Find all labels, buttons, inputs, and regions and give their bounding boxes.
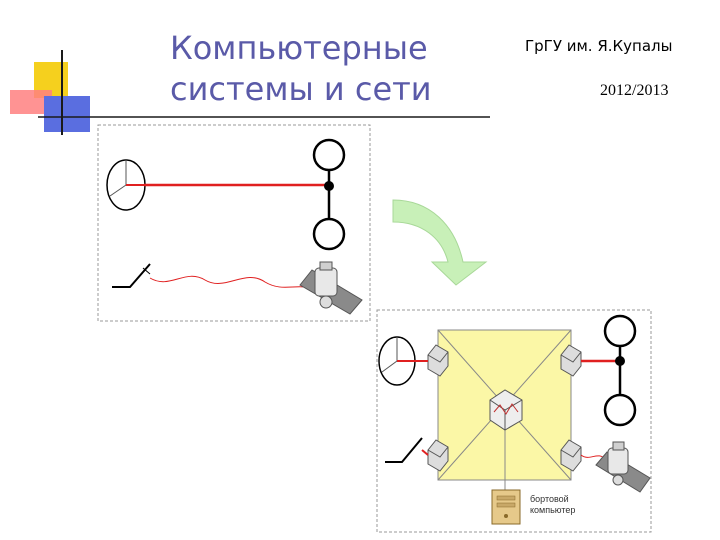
actuator-icon <box>595 441 651 493</box>
logo-blue-square <box>44 96 90 132</box>
switch-link <box>421 449 429 456</box>
gauge-divider <box>109 184 127 197</box>
adapter-bottom-right-icon <box>560 439 582 472</box>
bus-terminal-bottom-icon <box>312 217 346 251</box>
wavy-wire <box>149 275 321 293</box>
computer-label-line-2: компьютер <box>530 505 576 515</box>
central-switch-icon <box>489 389 523 431</box>
title-line-2: системы и сети <box>170 70 432 108</box>
gauge-divider <box>381 360 398 373</box>
organization-label: ГрГУ им. Я.Купалы <box>525 37 673 55</box>
adapter-top-right-icon <box>560 344 582 377</box>
page-title: Компьютерные системы и сети <box>170 28 480 110</box>
top-scheme <box>97 124 371 322</box>
switch-icon <box>385 437 423 463</box>
switch-icon <box>112 263 151 288</box>
computer-label-line-1: бортовой <box>530 494 569 504</box>
top-scheme-frame <box>97 124 371 322</box>
bus-terminal-top-icon <box>312 138 346 172</box>
actuator-icon <box>299 261 363 315</box>
year-label: 2012/2013 <box>600 82 669 99</box>
adapter-bottom-left-icon <box>427 439 449 472</box>
bus-terminal-bottom-icon <box>603 393 637 427</box>
onboard-computer-icon <box>491 489 521 525</box>
bus-node <box>324 181 334 191</box>
bus-terminal-top-icon <box>603 314 637 348</box>
adapter-top-left-icon <box>427 344 449 377</box>
bus-node <box>615 356 625 366</box>
transition-arrow-icon <box>392 199 488 286</box>
title-line-1: Компьютерные <box>170 29 428 67</box>
onboard-computer-label: бортовой компьютер <box>530 494 575 516</box>
switch-tick <box>142 267 151 275</box>
corner-logo <box>10 50 490 135</box>
bottom-scheme <box>376 309 652 533</box>
bottom-scheme-frame <box>376 309 652 533</box>
